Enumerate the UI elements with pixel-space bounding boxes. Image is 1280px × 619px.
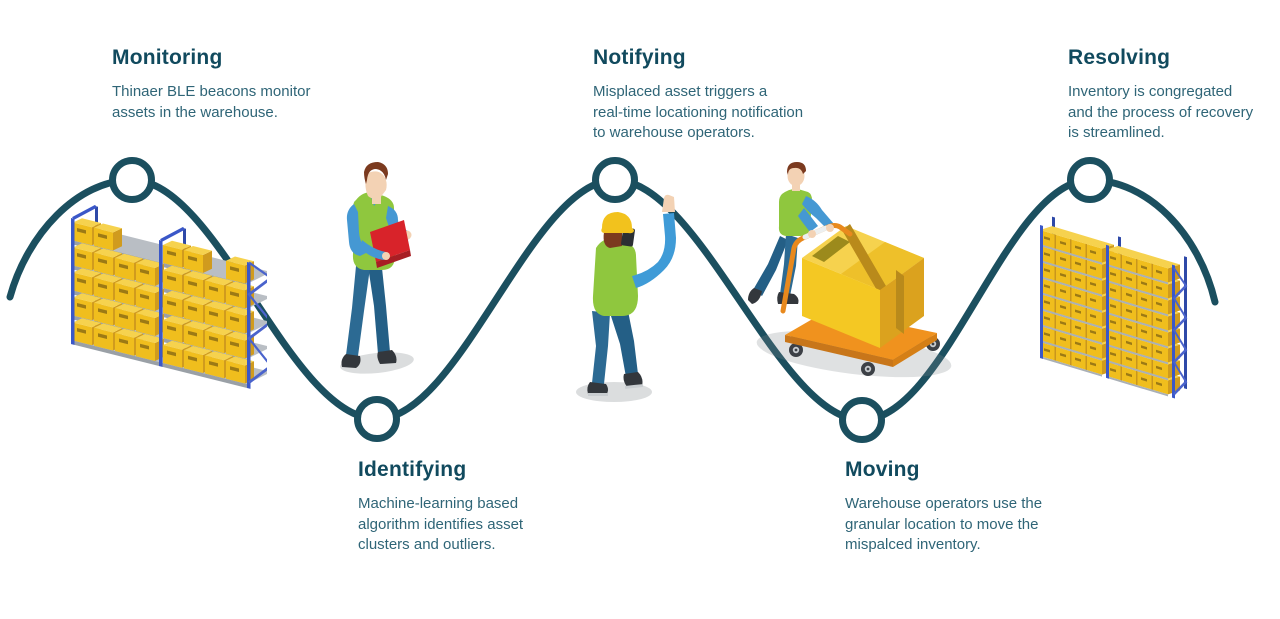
- step-title: Moving: [845, 458, 920, 481]
- worker-pushing-cart-illustration: [748, 162, 952, 378]
- step-title: Monitoring: [112, 46, 223, 69]
- step-node-notifying: [592, 157, 638, 203]
- step-node-resolving: [1067, 157, 1113, 203]
- step-title: Identifying: [358, 458, 467, 481]
- step-label-resolving: Resolving Inventory is congregated and t…: [1068, 46, 1253, 144]
- step-desc-line: Inventory is congregated: [1068, 83, 1233, 100]
- worker-clipboard-illustration: [340, 162, 414, 374]
- step-desc-line: granular location to move the: [845, 515, 1039, 533]
- step-desc-line: to warehouse operators.: [593, 124, 755, 141]
- step-title: Notifying: [593, 46, 686, 69]
- step-desc-line: Warehouse operators use the: [845, 495, 1043, 512]
- step-desc-line: assets in the warehouse.: [112, 103, 278, 121]
- step-desc-line: and the process of recovery: [1068, 103, 1254, 121]
- step-node-moving: [839, 397, 885, 443]
- step-desc-line: real-time locationing notification: [593, 103, 804, 121]
- step-label-identifying: Identifying Machine-learning based algor…: [358, 458, 523, 556]
- packed-warehouse-rack-illustration: [1040, 216, 1188, 399]
- step-label-monitoring: Monitoring Thinaer BLE beacons monitor a…: [112, 46, 310, 123]
- warehouse-rack-illustration: [71, 204, 267, 389]
- step-node-monitoring: [109, 157, 155, 203]
- step-desc-line: Thinaer BLE beacons monitor: [112, 83, 311, 100]
- step-label-notifying: Notifying Misplaced asset triggers a rea…: [593, 46, 803, 144]
- step-desc-line: Machine-learning based: [358, 495, 519, 512]
- step-node-identifying: [354, 396, 400, 442]
- step-desc-line: is streamlined.: [1068, 124, 1165, 141]
- step-desc-line: algorithm identifies asset: [358, 515, 524, 533]
- step-desc-line: clusters and outliers.: [358, 536, 496, 553]
- step-desc-line: mispalced inventory.: [845, 536, 981, 553]
- step-title: Resolving: [1068, 46, 1171, 69]
- step-label-moving: Moving Warehouse operators use the granu…: [845, 458, 1042, 556]
- worker-raising-arm-illustration: [576, 194, 676, 402]
- step-desc-line: Misplaced asset triggers a: [593, 83, 768, 100]
